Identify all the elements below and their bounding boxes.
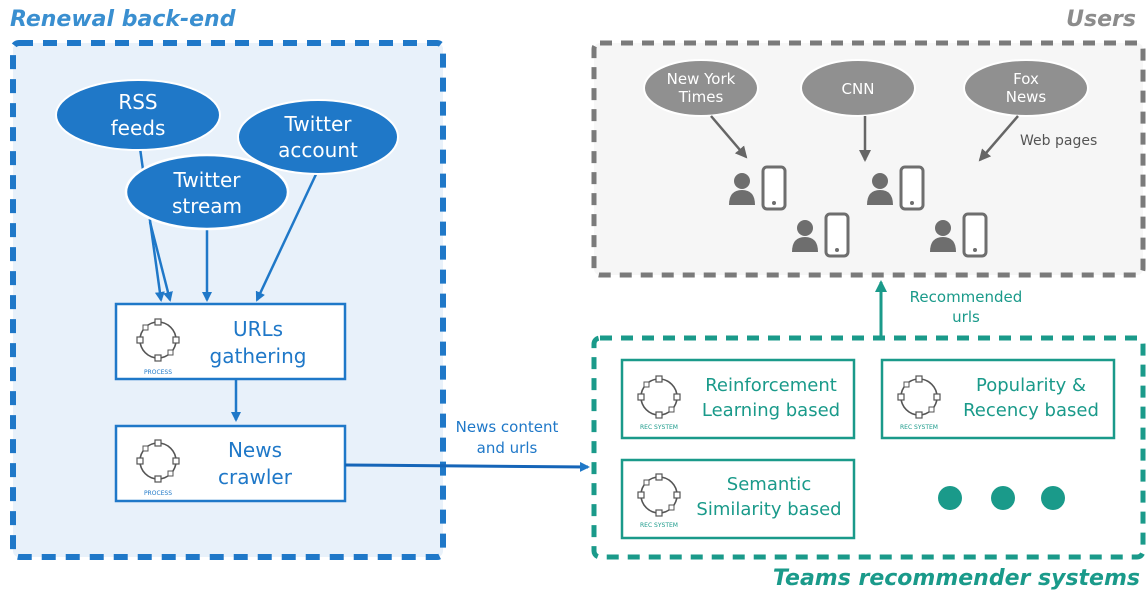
source-twitter-account: Twitter account (237, 99, 399, 175)
backend-title: Renewal back-end (10, 7, 236, 32)
rec-system-caption: REC SYSTEM (640, 424, 678, 431)
rec-system-label-line2: Recency based (963, 400, 1099, 421)
rec-system-popularity: REC SYSTEM Popularity & Recency based (880, 358, 1116, 440)
source-label-line1: Twitter (172, 168, 241, 192)
rec-system-label-line2: Learning based (702, 400, 840, 421)
news-flow-label-line2: and urls (477, 439, 538, 457)
rec-system-label-line1: Semantic (727, 474, 811, 495)
web-pages-label: Web pages (1020, 133, 1097, 149)
rec-system-label-line1: Reinforcement (705, 375, 837, 396)
process-caption: PROCESS (144, 490, 172, 497)
arrow-nyt-to-users (710, 115, 748, 159)
outlet-label-line1: CNN (842, 80, 875, 98)
source-label-line2: stream (172, 194, 242, 218)
rec-system-label-line2: Similarity based (696, 499, 841, 520)
outlet-label-line1: New York (667, 70, 736, 88)
source-label-line1: RSS (118, 90, 157, 114)
teams-panel: Teams recommender systems REC SYSTEM Rei… (591, 335, 1146, 591)
source-rss-feeds: RSS feeds (55, 79, 221, 151)
rec-system-caption: REC SYSTEM (640, 522, 678, 529)
source-label-line1: Twitter (283, 112, 352, 136)
process-label-line1: URLs (233, 317, 283, 341)
outlet-cnn: CNN (800, 59, 916, 117)
source-twitter-stream: Twitter stream (124, 153, 290, 231)
users-panel: Users New York Times CNN Fox News Web pa… (591, 7, 1146, 278)
source-label-line2: feeds (111, 116, 166, 140)
process-label-line1: News (228, 438, 282, 462)
rec-system-label-line1: Popularity & (976, 375, 1086, 396)
rec-flow-label-line1: Recommended (910, 288, 1023, 306)
process-caption: PROCESS (144, 369, 172, 376)
outlet-new-york-times: New York Times (643, 59, 759, 117)
outlet-label-line2: Times (678, 88, 724, 106)
outlet-fox-news: Fox News (963, 59, 1089, 117)
process-label-line2: crawler (218, 465, 293, 489)
process-news-crawler: PROCESS News crawler (114, 424, 347, 503)
outlet-label-line1: Fox (1013, 70, 1039, 88)
source-label-line2: account (278, 138, 358, 162)
arrow-news-to-teams (344, 461, 590, 472)
teams-title: Teams recommender systems (773, 566, 1140, 591)
arrow-fox-to-users (978, 115, 1019, 162)
rec-system-caption: REC SYSTEM (900, 424, 938, 431)
more-systems-ellipsis-icon (938, 486, 1065, 510)
rec-system-reinforcement: REC SYSTEM Reinforcement Learning based (620, 358, 856, 440)
process-urls-gathering: PROCESS URLs gathering (114, 302, 347, 381)
process-label-line2: gathering (210, 344, 307, 368)
users-title: Users (1066, 7, 1136, 32)
news-flow-label-line1: News content (456, 418, 559, 436)
rec-system-semantic: REC SYSTEM Semantic Similarity based (620, 458, 856, 540)
arrow-account-to-urls (255, 169, 320, 302)
outlet-label-line2: News (1006, 88, 1047, 106)
arrow-stream-left (148, 221, 173, 302)
rec-flow-label-line2: urls (952, 308, 980, 326)
backend-panel: Renewal back-end RSS feeds Twitter accou… (10, 7, 446, 560)
